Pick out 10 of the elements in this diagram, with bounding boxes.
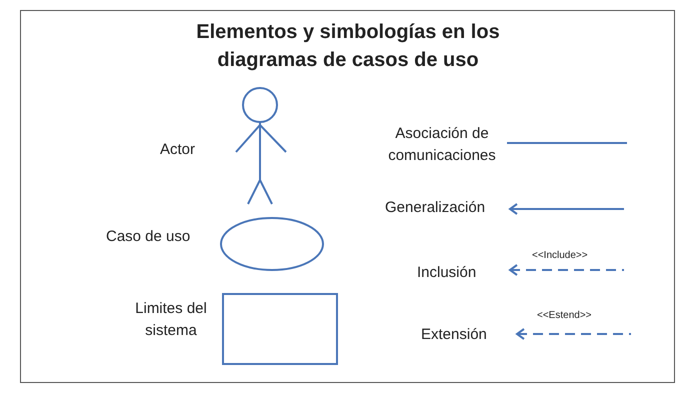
legend-label: Generalización: [385, 198, 486, 218]
legend-label: Caso de uso: [106, 227, 192, 247]
stereotype-label: <<Estend>>: [537, 310, 592, 322]
legend-label: Extensión: [421, 325, 488, 345]
legend-label: Limites del sistema: [134, 299, 208, 341]
title: Elementos y simbologías en los diagramas de casos de uso: [195, 20, 501, 73]
legend-label: Inclusión: [417, 263, 478, 283]
stereotype-label: <<Include>>: [532, 250, 588, 262]
legend-label: Asociación de comunicaciones: [387, 124, 497, 166]
legend-label: Actor: [160, 140, 196, 160]
